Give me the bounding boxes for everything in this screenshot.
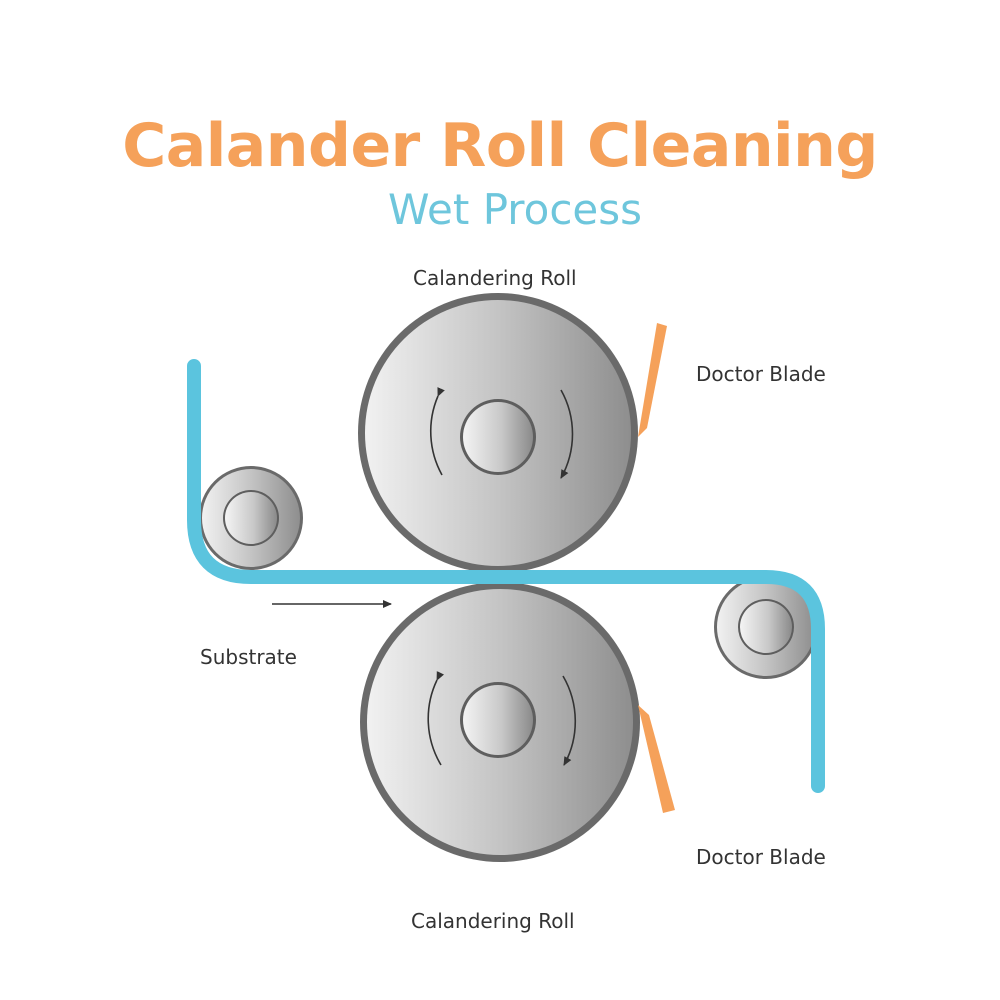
- top-calendering-roll: [358, 293, 638, 573]
- top-blade-label: Doctor Blade: [696, 362, 826, 386]
- substrate-web: [187, 359, 825, 793]
- rotation-arrow-icon: [427, 671, 445, 766]
- top-doctor-blade: [638, 323, 667, 437]
- left-guide-roller: [199, 466, 303, 570]
- rotation-arrow-icon: [562, 675, 577, 766]
- bottom-calendering-roll: [360, 582, 640, 862]
- rotation-arrow-icon: [560, 389, 574, 479]
- top-roll-label: Calandering Roll: [413, 266, 577, 290]
- diagram-subtitle: Wet Process: [387, 185, 643, 234]
- rotation-arrow-icon: [429, 387, 445, 476]
- bottom-roll-label: Calandering Roll: [411, 909, 575, 933]
- bottom-blade-label: Doctor Blade: [696, 845, 826, 869]
- substrate-label: Substrate: [200, 645, 297, 669]
- right-guide-roller: [714, 575, 818, 679]
- bottom-doctor-blade: [638, 705, 675, 813]
- diagram-title: Calander Roll Cleaning: [122, 111, 878, 181]
